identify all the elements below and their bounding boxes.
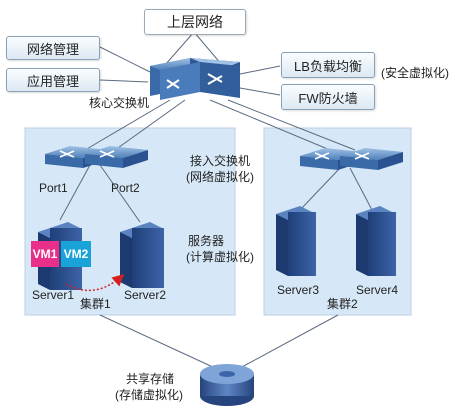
upper-network-box: 上层网络 xyxy=(144,9,246,35)
server2-icon xyxy=(120,222,164,288)
server4-label: Server4 xyxy=(356,283,399,297)
core-switch-icon xyxy=(150,58,240,100)
access-switch-label: 接入交换机 xyxy=(190,154,251,168)
port2-label: Port2 xyxy=(111,181,140,195)
fw-firewall-box: FW防火墙 xyxy=(281,84,375,110)
server3-icon xyxy=(276,206,316,276)
network-virtualization-label: (网络虚拟化) xyxy=(186,170,254,184)
port1-label: Port1 xyxy=(39,181,68,195)
access-switch-icon-port2 xyxy=(85,146,148,168)
access-switch-icon-c2b xyxy=(340,148,403,170)
cluster2-label: 集群2 xyxy=(327,297,358,311)
connection-lines xyxy=(59,31,373,369)
application-management-box: 应用管理 xyxy=(6,68,100,92)
storage-disk-icon xyxy=(200,364,254,406)
compute-virtualization-label: (计算虚拟化) xyxy=(186,250,254,264)
lb-load-balancer-box: LB负载均衡 xyxy=(281,52,375,78)
core-switch-label: 核心交换机 xyxy=(89,96,150,110)
servers-label: 服务器 xyxy=(188,234,225,248)
vm-migration-arrow xyxy=(65,274,125,292)
server4-icon xyxy=(356,206,396,276)
vm2-box: VM2 xyxy=(61,241,91,267)
network-management-box: 网络管理 xyxy=(6,36,100,60)
server1-label: Server1 xyxy=(32,288,75,302)
server3-label: Server3 xyxy=(277,283,320,297)
storage-virtualization-label: (存储虚拟化) xyxy=(115,388,183,402)
security-virtualization-note: (安全虚拟化) xyxy=(381,66,449,80)
shared-storage-label: 共享存储 xyxy=(126,372,175,386)
server2-label: Server2 xyxy=(124,288,167,302)
vm1-box: VM1 xyxy=(31,241,59,267)
cluster1-label: 集群1 xyxy=(80,297,111,311)
